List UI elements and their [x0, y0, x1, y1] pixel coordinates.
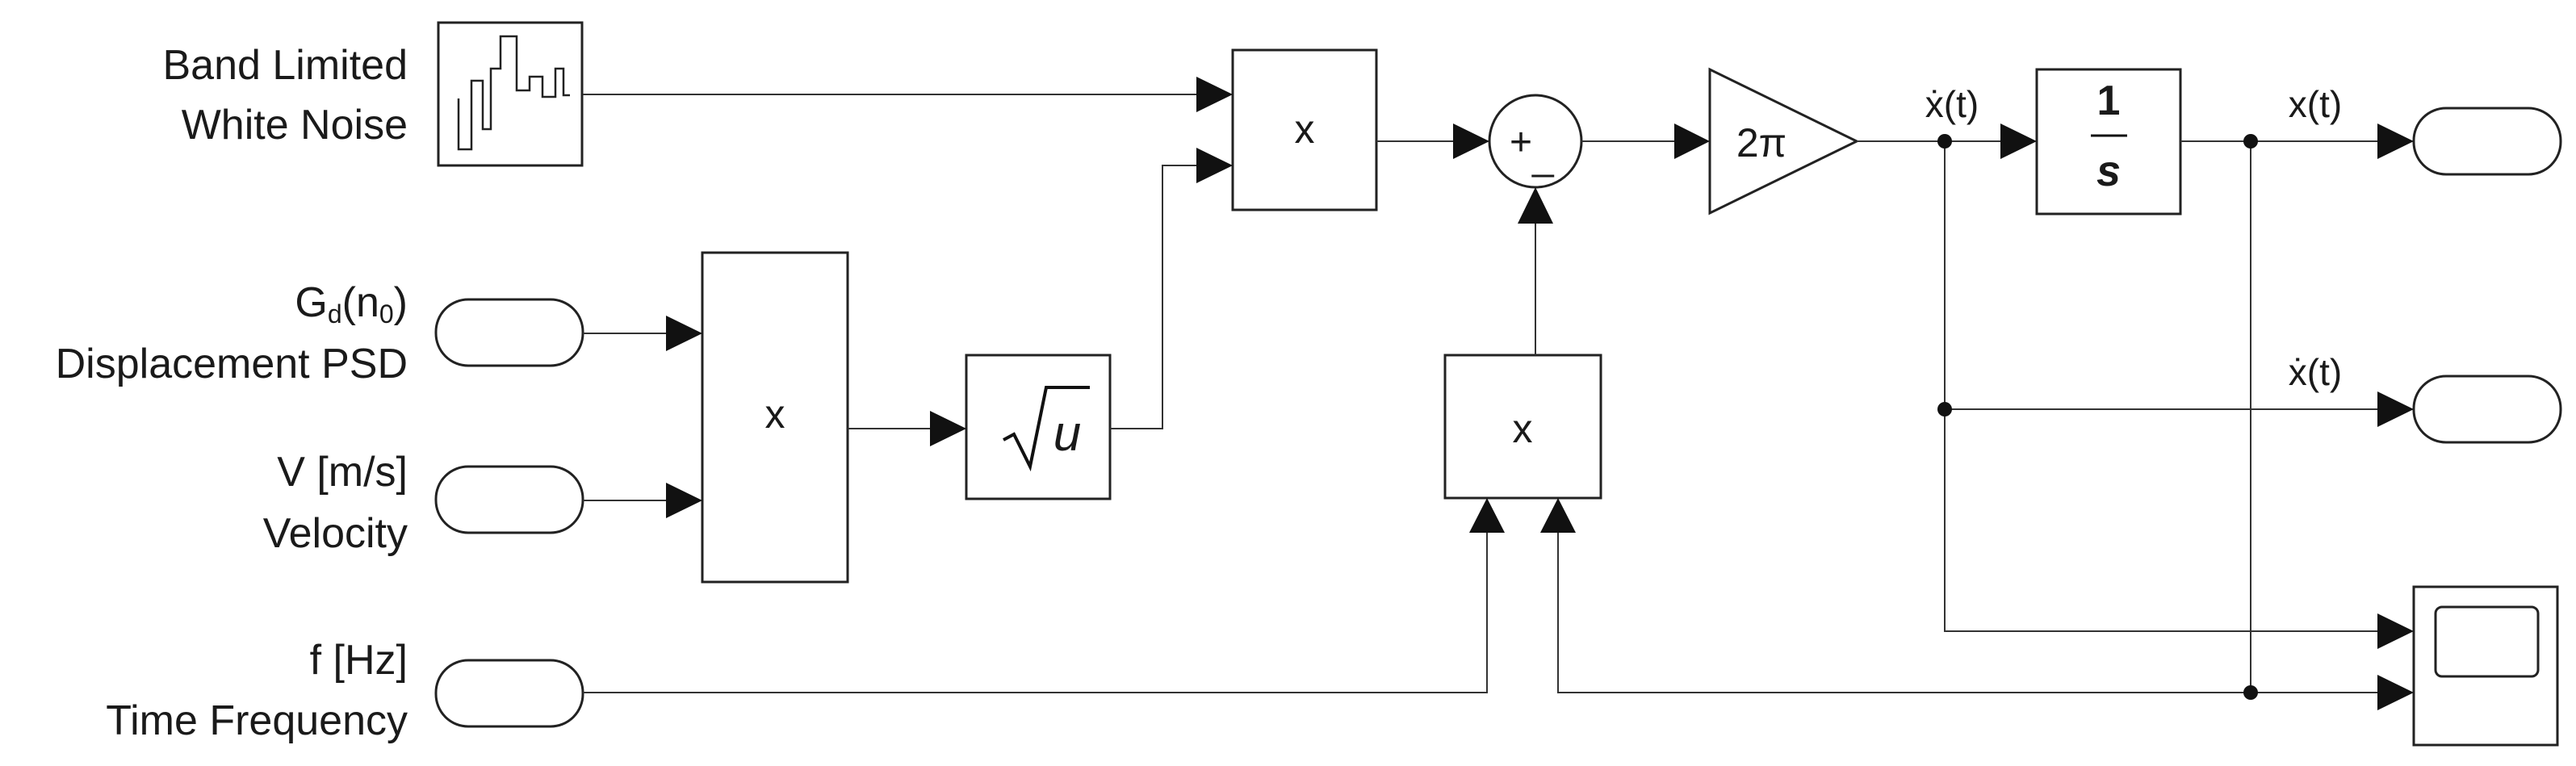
integrator-numerator: 1 [2097, 77, 2121, 124]
frequency-label-line2: Time Frequency [106, 697, 408, 744]
gain-value: 2π [1736, 120, 1786, 165]
sum-plus-sign: + [1510, 121, 1532, 164]
product-left-symbol: x [765, 391, 785, 437]
gain-block[interactable]: 2π [1708, 67, 1860, 216]
product-block-top[interactable] [1231, 48, 1378, 211]
signal-label-x-out: x(t) [2289, 83, 2342, 125]
product-block-bottom[interactable] [1443, 354, 1602, 500]
scope-block[interactable] [2412, 585, 2559, 747]
product-top-symbol: x [1295, 107, 1315, 152]
sum-block[interactable]: + _ [1488, 94, 1583, 189]
noise-signal-icon [457, 35, 570, 151]
branch-point-x-bottom [2243, 685, 2258, 700]
psd-label-line2: Displacement PSD [56, 341, 408, 387]
integrator-denominator: s [2096, 147, 2121, 195]
band-limited-white-noise-block[interactable] [437, 21, 584, 167]
arrowheads [666, 77, 2414, 710]
velocity-label-line2: Velocity [263, 510, 408, 557]
sqrt-variable: u [1053, 406, 1081, 462]
branch-point-xdot-mid [1937, 402, 1952, 416]
integrator-block[interactable]: 1 s [2035, 68, 2182, 216]
psd-label-line1: Gd(n0) [295, 279, 408, 329]
noise-label-line1: Band Limited [162, 42, 408, 89]
frequency-label-line1: f [Hz] [310, 637, 408, 684]
noise-label-line2: White Noise [182, 102, 408, 149]
product-block-left[interactable] [701, 251, 849, 584]
xdot-outport[interactable] [2412, 375, 2562, 444]
product-bottom-symbol: x [1513, 406, 1533, 451]
branch-point-xdot-top [1937, 134, 1952, 149]
scope-screen-icon [2434, 605, 2540, 678]
signal-label-xdot-out: ẋ(t) [2289, 351, 2342, 393]
sqrt-radical-icon [1003, 386, 1090, 472]
frequency-inport[interactable] [434, 659, 584, 728]
sum-minus-sign: _ [1531, 136, 1555, 178]
sqrt-block[interactable]: u [965, 354, 1112, 500]
x-outport[interactable] [2412, 107, 2562, 176]
branch-point-x-top [2243, 134, 2258, 149]
velocity-inport[interactable] [434, 465, 584, 534]
signal-label-xdot-top: ẋ(t) [1925, 83, 1979, 125]
velocity-label-line1: V [m/s] [277, 449, 408, 496]
psd-inport[interactable] [434, 298, 584, 367]
